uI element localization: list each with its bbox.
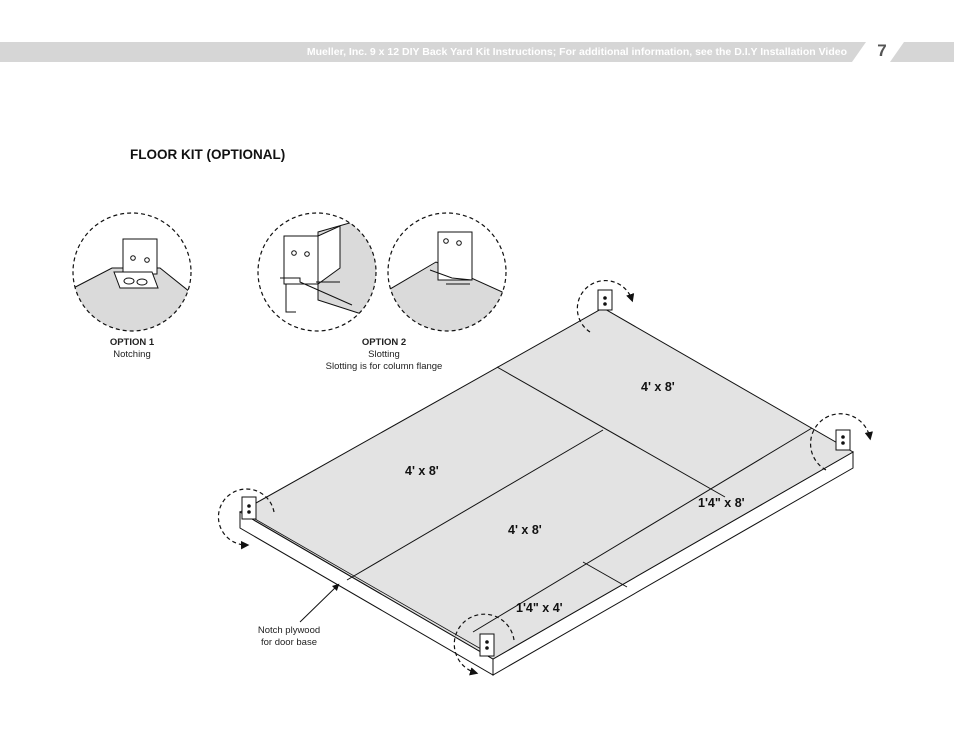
rotation-arcs: [217, 280, 873, 676]
callout-line1: Notch plywood: [257, 625, 321, 636]
panel-label-front-strip: 1'4" x 4': [516, 601, 563, 615]
header-text: Mueller, Inc. 9 x 12 DIY Back Yard Kit I…: [306, 46, 847, 58]
panel-label-left: 4' x 8': [405, 464, 439, 478]
option2-caption: OPTION 2 Slotting Slotting is for column…: [310, 337, 458, 373]
callout-line2: for door base: [261, 637, 317, 648]
header-band: [0, 42, 954, 62]
callout-leader: [299, 583, 340, 623]
option1-detail: [72, 212, 192, 332]
panel-label-right-strip: 1'4" x 8': [698, 496, 745, 510]
section-title: FLOOR KIT (OPTIONAL): [130, 147, 286, 162]
page-number: 7: [877, 41, 887, 60]
option2-note: Slotting is for column flange: [325, 361, 443, 372]
floor-frame: [238, 307, 855, 676]
option1-title: OPTION 1: [109, 337, 155, 348]
option2-subtitle: Slotting: [368, 349, 400, 360]
option2-detail-a: [257, 212, 377, 332]
panel-seams: [346, 366, 813, 633]
panel-label-back-right: 4' x 8': [641, 380, 675, 394]
panel-label-center: 4' x 8': [508, 523, 542, 537]
option1-caption: OPTION 1 Notching: [100, 337, 164, 361]
notch-plywood-callout: Notch plywood for door base: [246, 625, 332, 649]
option2-detail-b: [387, 212, 507, 332]
option1-subtitle: Notching: [113, 349, 151, 360]
option2-title: OPTION 2: [361, 337, 407, 348]
corner-brackets: [241, 289, 851, 657]
